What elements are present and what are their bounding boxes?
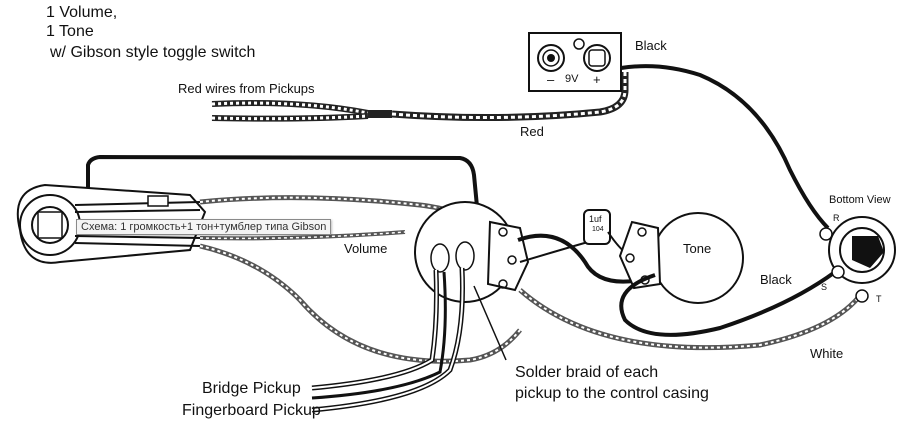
label-bridge-pickup: Bridge Pickup	[202, 380, 301, 397]
wire-volume-tone	[517, 233, 651, 284]
black-wire-top	[86, 154, 482, 239]
pickup-leads	[311, 241, 475, 413]
output-jack	[819, 216, 896, 303]
label-white: White	[810, 346, 844, 361]
battery-plus: +	[593, 72, 601, 87]
battery-minus: –	[547, 72, 555, 87]
label-solder-2: pickup to the control casing	[515, 385, 709, 402]
header-line-3: w/ Gibson style toggle switch	[50, 44, 256, 61]
black-wire-tone-jack	[619, 270, 837, 337]
black-wire-battery	[620, 64, 830, 230]
cap-code: 104	[592, 226, 604, 233]
label-bottom-view: Bottom View	[829, 194, 891, 206]
header-line-2: 1 Tone	[46, 23, 94, 40]
label-black-top: Black	[635, 38, 667, 53]
image-tooltip: Схема: 1 громкость+1 тон+тумблер типа Gi…	[76, 219, 332, 235]
label-tone: Tone	[683, 241, 712, 256]
jack-terminal-t: T	[876, 294, 882, 304]
label-red-wires: Red wires from Pickups	[178, 81, 315, 96]
label-fingerboard-pickup: Fingerboard Pickup	[182, 402, 321, 419]
red-wire-braided	[211, 72, 629, 122]
cap-value: 1uf	[589, 214, 602, 224]
braid-wire-switch-2	[199, 243, 522, 364]
tone-pot	[618, 212, 744, 304]
solder-pointer	[473, 285, 507, 361]
capacitor	[519, 209, 631, 263]
label-solder-1: Solder braid of each	[515, 364, 659, 381]
label-red: Red	[520, 124, 544, 139]
header-line-1: 1 Volume,	[46, 4, 118, 21]
jack-terminal-s: S	[821, 282, 828, 292]
label-volume: Volume	[344, 241, 388, 256]
battery-voltage: 9V	[565, 73, 579, 85]
label-black-right: Black	[760, 272, 792, 287]
battery-9v	[528, 32, 622, 92]
jack-terminal-r: R	[833, 213, 840, 223]
